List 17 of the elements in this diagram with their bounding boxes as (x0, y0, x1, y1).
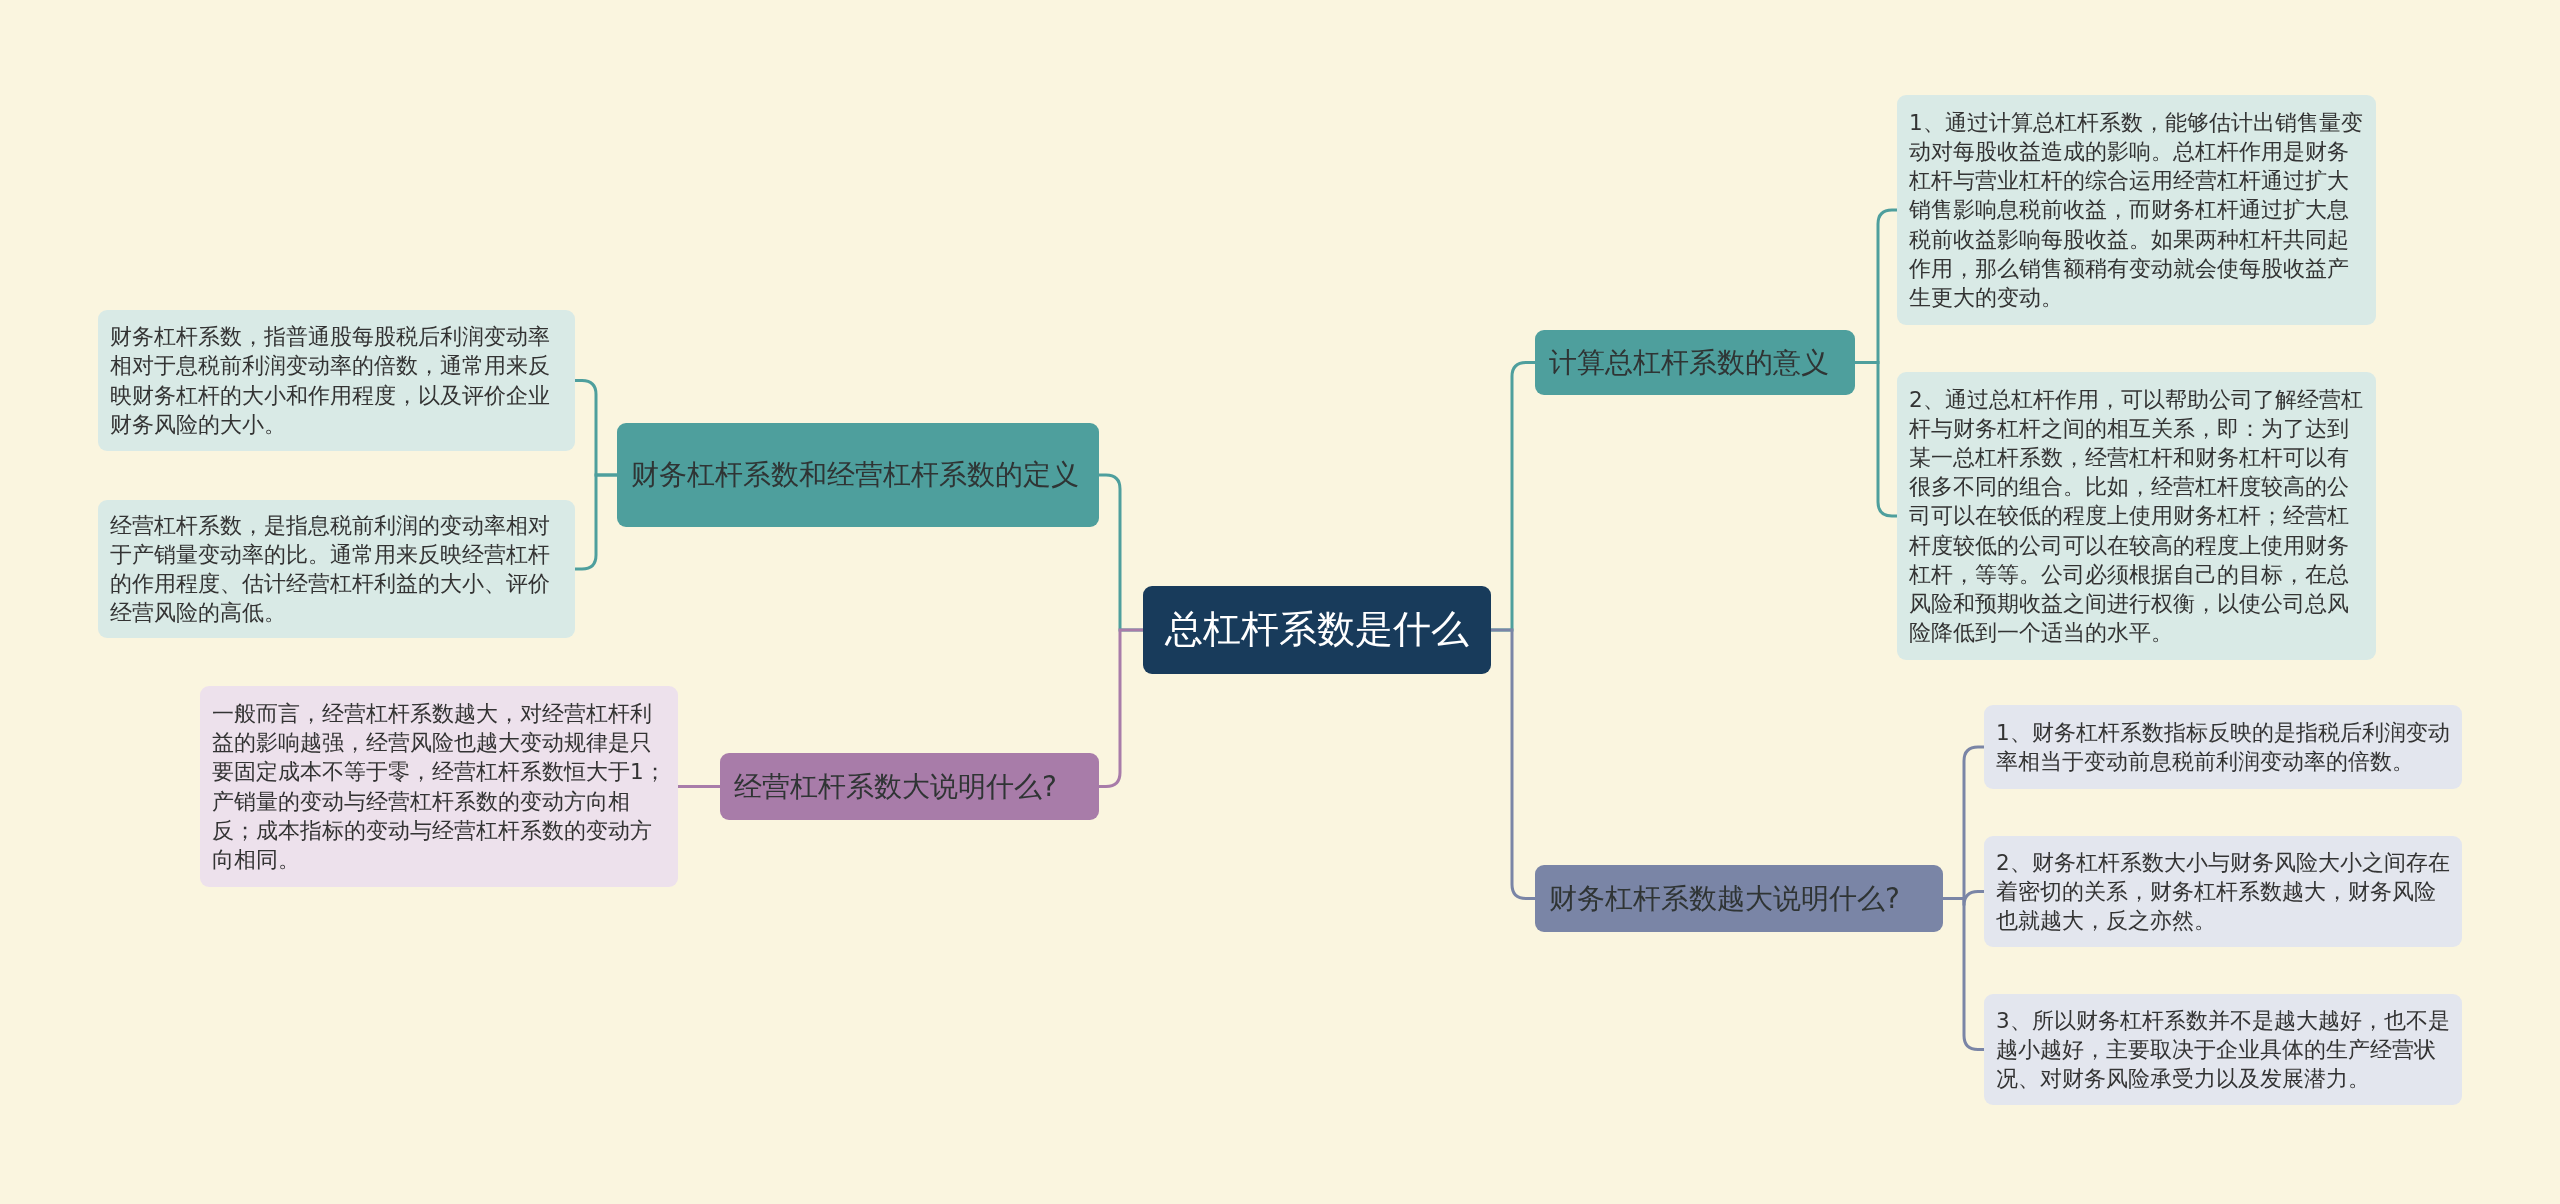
subtopic-box: 财务杠杆系数，指普通股每股税后利润变动率相对于息税前利润变动率的倍数，通常用来反映财务杠杆的大小和作用程度，以及评价企业财务风险的大小。 (98, 310, 575, 451)
connector-line (1491, 628, 1535, 900)
subtopic-box: 2、财务杠杆系数大小与财务风险大小之间存在着密切的关系，财务杠杆系数越大，财务风险也就越大，反之亦然。 (1984, 836, 2462, 947)
topic-box: 财务杠杆系数和经营杠杆系数的定义 (617, 423, 1099, 527)
connector-line (1099, 628, 1143, 788)
subtopic-box: 经营杠杆系数，是指息税前利润的变动率相对于产销量变动率的比。通常用来反映经营杠杆的作用程度、估计经营杠杆利益的大小、评价经营风险的高低。 (98, 500, 575, 638)
topic-box: 经营杠杆系数大说明什么? (720, 753, 1099, 820)
topic-box: 财务杠杆系数越大说明什么? (1535, 865, 1943, 932)
subtopic-box: 2、通过总杠杆作用，可以帮助公司了解经营杠杆与财务杠杆之间的相互关系，即：为了达到某一总杠杆系数，经营杠杆和财务杠杆可以有很多不同的组合。比如，经营杠杆度较高的公司可以在较低的程度上使用财务杠杆；经营杠杆度较低的公司可以在较高的程度上使用财务杠杆，等等。公司必须根据自己的目标，在总风险和预期收益之间进行权衡，以使公司总风险降低到一个适当的水平。 (1897, 372, 2376, 660)
subtopic-box: 1、通过计算总杠杆系数，能够估计出销售量变动对每股收益造成的影响。总杠杆作用是财务杠杆与营业杠杆的综合运用经营杠杆通过扩大销售影响息税前收益，而财务杠杆通过扩大息税前收益影响每股收益。如果两种杠杆共同起作用，那么销售额稍有变动就会使每股收益产生更大的变动。 (1897, 95, 2376, 325)
central-topic-box: 总杠杆系数是什么 (1143, 586, 1491, 674)
subtopic-box: 3、所以财务杠杆系数并不是越大越好，也不是越小越好，主要取决于企业具体的生产经营状况、对财务风险承受力以及发展潜力。 (1984, 994, 2462, 1105)
topic-box: 计算总杠杆系数的意义 (1535, 330, 1855, 395)
subtopic-box: 一般而言，经营杠杆系数越大，对经营杠杆利益的影响越强，经营风险也越大变动规律是只要固定成本不等于零，经营杠杆系数恒大于1；产销量的变动与经营杠杆系数的变动方向相反；成本指标的变动与经营杠杆系数的变动方向相同。 (200, 686, 678, 887)
subtopic-box: 1、财务杠杆系数指标反映的是指税后利润变动率相当于变动前息税前利润变动率的倍数。 (1984, 705, 2462, 789)
connector-line (678, 785, 720, 788)
connector-line (575, 473, 617, 571)
